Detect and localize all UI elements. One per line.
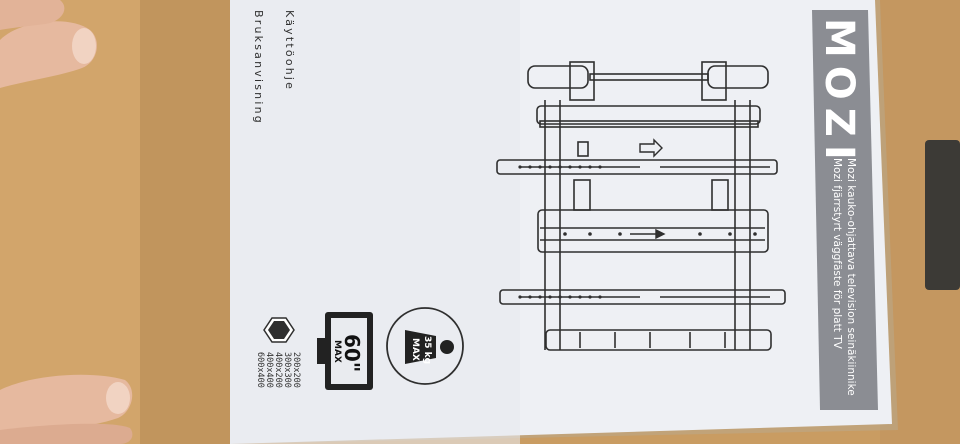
language-finnish: Käyttöohje — [283, 10, 296, 92]
hand-bottom — [0, 374, 133, 436]
brand-logo: MOZI — [816, 18, 862, 168]
tagline-finnish: Mozi kauko-ohjattava television seinäkii… — [845, 158, 857, 396]
vesa-pattern: 300x300 — [282, 352, 292, 388]
max-screen-size-label: MAX — [332, 340, 342, 363]
language-swedish: Bruksanvisning — [252, 10, 265, 125]
tv-size-icon — [317, 312, 373, 390]
tagline-swedish: Mozi fjärrstyrt väggfäste för platt TV — [831, 158, 843, 349]
vesa-pattern: 200x200 — [291, 352, 301, 388]
max-weight-value: 35 kg — [422, 336, 432, 365]
hand-top — [0, 21, 97, 88]
weight-icon — [386, 307, 464, 385]
arrow-icon — [630, 138, 666, 240]
brand-panel — [812, 10, 878, 410]
vesa-badge-icon — [263, 317, 295, 343]
max-weight-label: MAX — [410, 338, 420, 361]
vesa-pattern: 400x400 — [264, 352, 274, 388]
vesa-pattern: 400x200 — [273, 352, 283, 388]
vesa-pattern: 600x400 — [255, 352, 265, 388]
max-screen-size: 60" — [340, 334, 364, 373]
